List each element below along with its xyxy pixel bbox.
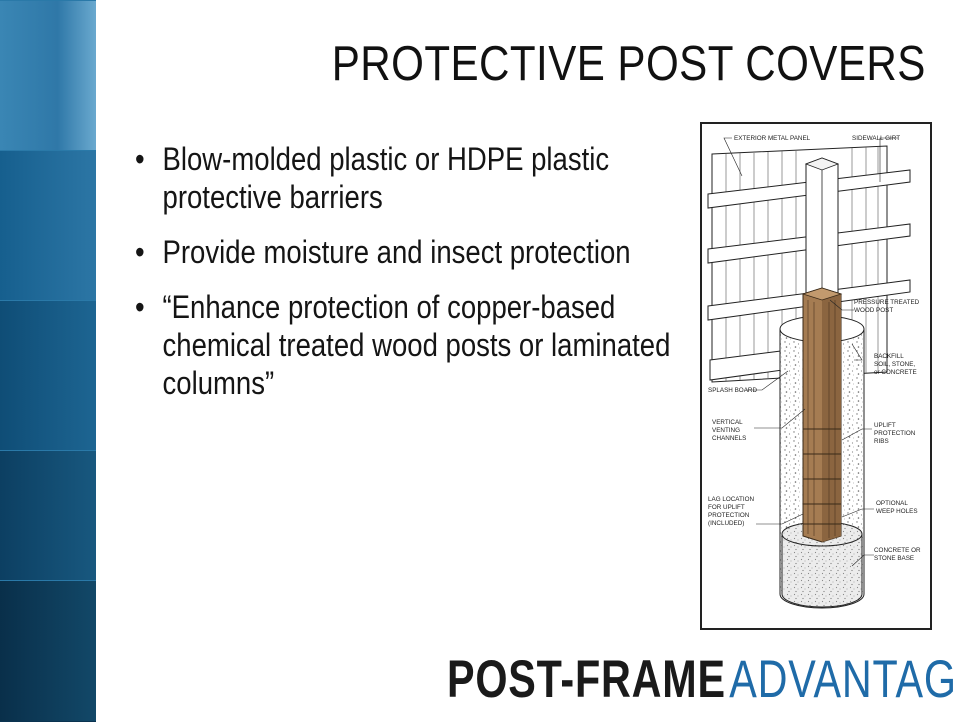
bullet-icon: • — [135, 234, 145, 270]
brand-logo-part2: ADVANTAGE — [729, 650, 960, 709]
label-backfill-concrete: or CONCRETE — [874, 369, 917, 376]
label-protection: PROTECTION — [874, 430, 916, 437]
bullet-item: • Blow-molded plastic or HDPE plastic pro… — [135, 140, 679, 216]
sidebar-tile — [0, 0, 96, 152]
label-splash-board: SPLASH BOARD — [708, 387, 757, 394]
slide-title: PROTECTIVE POST COVERS — [331, 37, 926, 91]
label-weep-holes: WEEP HOLES — [876, 508, 918, 515]
label-backfill-materials: SOIL, STONE, — [874, 361, 915, 368]
label-exterior-metal-panel: EXTERIOR METAL PANEL — [734, 135, 811, 142]
label-backfill: BACKFILL — [874, 353, 904, 360]
label-venting: VENTING — [712, 427, 740, 434]
label-uplift: UPLIFT — [874, 422, 896, 429]
post-cover-diagram: EXTERIOR METAL PANEL SIDEWALL GIRT PRESS… — [700, 122, 932, 630]
post-cover — [801, 287, 843, 543]
label-included: (INCLUDED) — [708, 520, 744, 527]
sidebar-tile — [0, 580, 96, 722]
bullet-icon: • — [135, 141, 145, 177]
bullet-text: “Enhance protection of copper-based chem… — [162, 289, 671, 401]
label-sidewall-girt: SIDEWALL GIRT — [852, 135, 900, 142]
brand-logo-part1: POST-FRAME — [447, 650, 726, 709]
label-channels: CHANNELS — [712, 435, 746, 442]
bullet-item: • “Enhance protection of copper-based che… — [135, 288, 679, 402]
bullet-list: • Blow-molded plastic or HDPE plastic pro… — [135, 140, 695, 419]
bullet-text: Blow-molded plastic or HDPE plastic prot… — [162, 141, 610, 215]
bullet-item: • Provide moisture and insect protection — [135, 233, 679, 271]
sidebar-tile — [0, 300, 96, 452]
label-stone-base: STONE BASE — [874, 555, 914, 562]
sidebar-tile — [0, 150, 96, 302]
label-ribs: RIBS — [874, 438, 889, 445]
sidebar-tile — [0, 450, 96, 582]
label-wood-post: WOOD POST — [854, 307, 893, 314]
label-for-uplift: FOR UPLIFT — [708, 504, 745, 511]
bullet-text: Provide moisture and insect protection — [162, 234, 631, 270]
diagram-labels: EXTERIOR METAL PANEL SIDEWALL GIRT PRESS… — [708, 135, 921, 562]
label-lag-protection: PROTECTION — [708, 512, 750, 519]
bullet-icon: • — [135, 289, 145, 325]
brand-logo: POST-FRAME ADVANTAGE — [447, 650, 960, 710]
leader-lines — [723, 137, 898, 567]
label-pressure-treated: PRESSURE TREATED — [854, 299, 920, 306]
label-vertical: VERTICAL — [712, 419, 743, 426]
label-optional: OPTIONAL — [876, 500, 908, 507]
label-concrete-or: CONCRETE OR — [874, 547, 921, 554]
post-cover-illustration: EXTERIOR METAL PANEL SIDEWALL GIRT PRESS… — [707, 135, 921, 609]
label-lag-location: LAG LOCATION — [708, 496, 755, 503]
decorative-sidebar — [0, 0, 96, 722]
